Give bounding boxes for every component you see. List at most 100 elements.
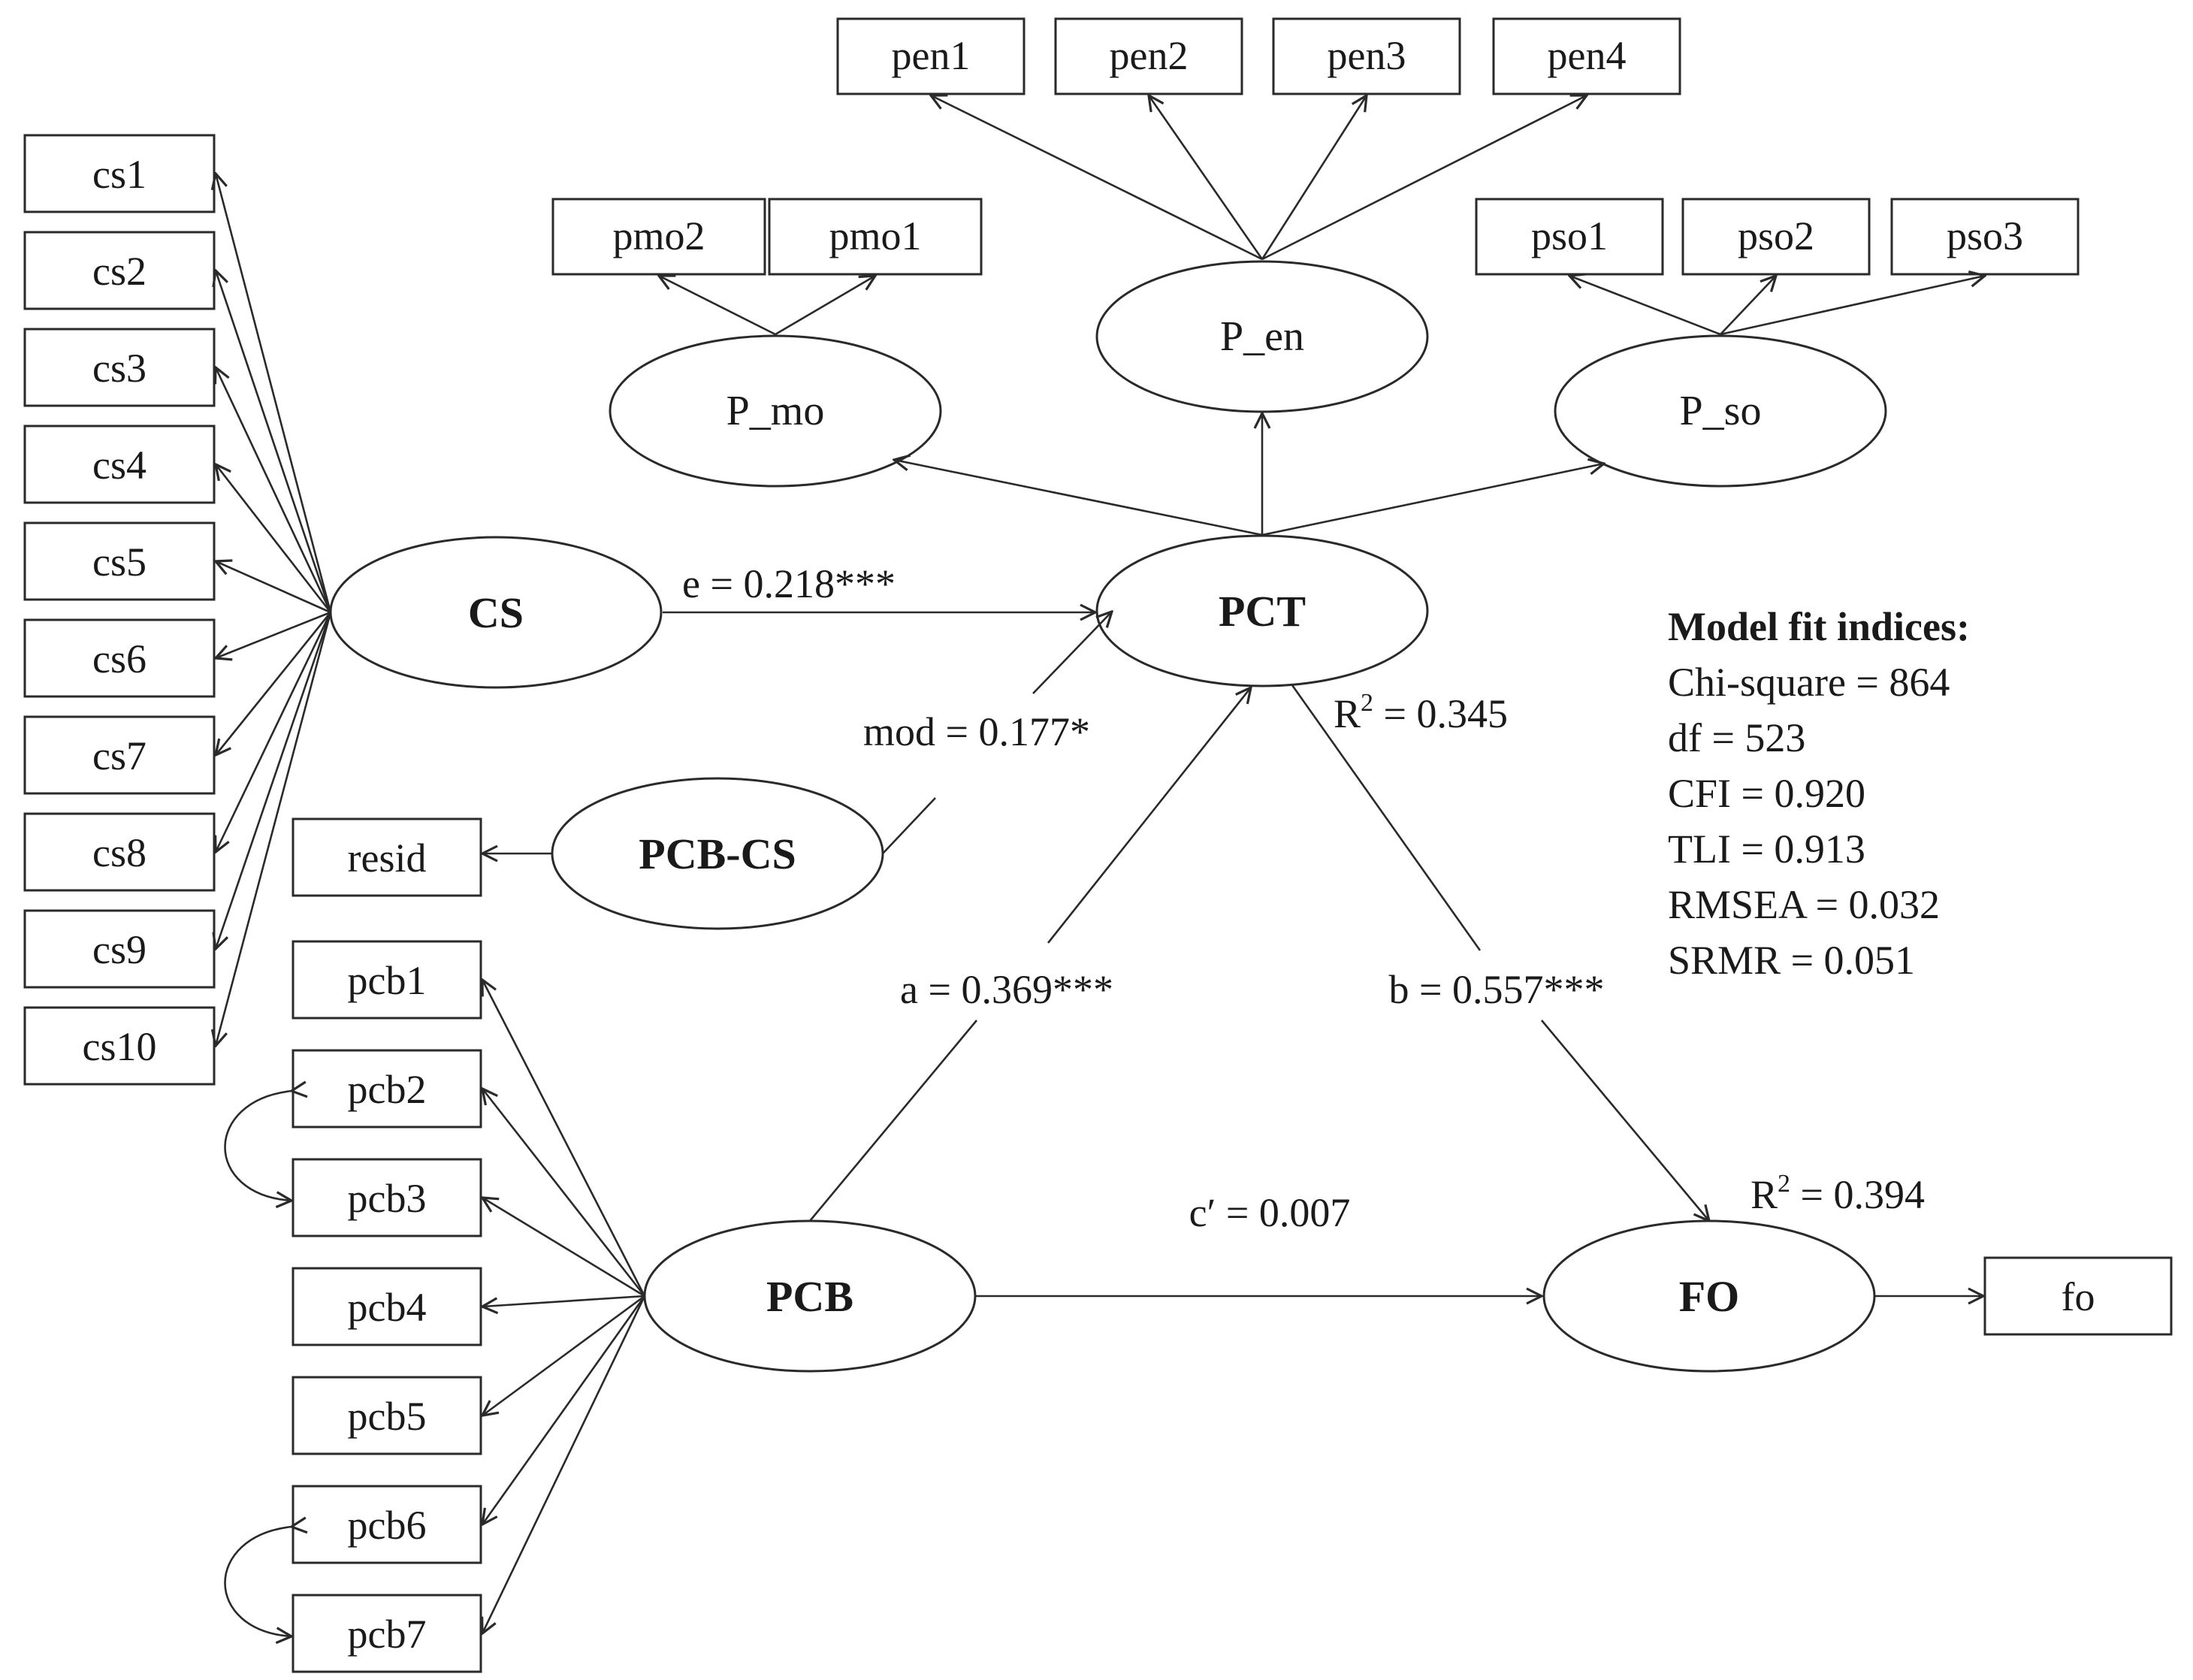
resid-label: resid [348, 835, 427, 881]
cs-to-cs1-arrow [216, 174, 332, 613]
pct-to-p-so-arrow [1261, 464, 1604, 536]
cs-to-cs7-arrow [216, 612, 332, 755]
pcb7-box [291, 1594, 482, 1673]
pcb4-box [291, 1267, 482, 1346]
pcb3-box [291, 1158, 482, 1237]
pcb5-label: pcb5 [348, 1394, 427, 1439]
cs7-box [23, 715, 216, 795]
cs10-label: cs10 [83, 1024, 157, 1069]
pcb-to-pcb7-arrow [482, 1295, 646, 1633]
pen4-box [1492, 17, 1681, 95]
pct-to-dimensions-arrows [894, 413, 1604, 536]
cs8-label: cs8 [92, 830, 147, 875]
cs-to-cs8-arrow [216, 612, 332, 852]
pcb5-box [291, 1376, 482, 1455]
cs2-box [23, 231, 216, 310]
pcb-to-pcb2-arrow [482, 1089, 646, 1297]
fit-srmr: SRMR = 0.051 [1668, 938, 1915, 983]
cs6-label: cs6 [92, 636, 147, 681]
pso2-box [1681, 198, 1871, 276]
pcb-loading-arrows [482, 980, 646, 1633]
pmo2-box [551, 198, 766, 276]
cs1-label: cs1 [92, 152, 147, 197]
pen2-label: pen2 [1110, 33, 1189, 78]
cs-loading-arrows [216, 174, 332, 1046]
pct-r-squared: R2 = 0.345 [1334, 689, 1508, 736]
cs-to-cs6-arrow [216, 611, 331, 658]
pso-indicators: pso1 pso2 pso3 [1475, 198, 2080, 276]
pso-loading-arrows [1569, 276, 1985, 336]
cs10-box [23, 1006, 216, 1086]
fo-r-squared: R2 = 0.394 [1750, 1170, 1925, 1217]
pct-latent-label: PCT [1219, 587, 1306, 636]
fo-r-squared-value: = 0.394 [1790, 1172, 1925, 1217]
cs-indicators: cs1 cs2 cs3 cs4 cs5 cs6 cs7 cs8 cs9 cs10 [23, 134, 216, 1086]
pmo1-box [768, 198, 983, 276]
pcb1-box [291, 940, 482, 1020]
pen2-box [1054, 17, 1243, 95]
pct-r-squared-value: = 0.345 [1373, 691, 1508, 736]
pcb2-label: pcb2 [348, 1067, 427, 1112]
path-mod-label: mod = 0.177* [863, 709, 1090, 754]
pso-to-pso1-arrow [1569, 276, 1721, 336]
pen1-label: pen1 [892, 33, 971, 78]
pso1-box [1475, 198, 1664, 276]
cs7-label: cs7 [92, 733, 147, 778]
cs3-label: cs3 [92, 346, 147, 391]
pen3-label: pen3 [1328, 33, 1406, 78]
fit-df: df = 523 [1668, 715, 1805, 760]
fit-rmsea: RMSEA = 0.032 [1668, 882, 1940, 927]
pcb7-label: pcb7 [348, 1612, 427, 1657]
pen-to-pen1-arrow [931, 95, 1263, 261]
cs2-label: cs2 [92, 249, 147, 294]
cs3-box [23, 328, 216, 407]
path-b-label: b = 0.557*** [1389, 967, 1605, 1012]
pso3-box [1890, 198, 2080, 276]
cs1-box [23, 134, 216, 213]
pcb4-label: pcb4 [348, 1285, 427, 1330]
cs9-label: cs9 [92, 927, 147, 972]
p-so-latent-label: P_so [1680, 388, 1762, 434]
pso-to-pso3-arrow [1720, 276, 1985, 336]
pen-to-pen4-arrow [1261, 95, 1587, 261]
pcb-to-pcb1-arrow [482, 980, 646, 1297]
model-fit-panel: Model fit indices: Chi-square = 864 df =… [1668, 604, 1970, 983]
pcb-latent-label: PCB [766, 1272, 853, 1321]
path-a-label: a = 0.369*** [900, 967, 1113, 1012]
pen4-label: pen4 [1548, 33, 1627, 78]
pcb2-pcb3-covariance-arc [224, 1091, 292, 1201]
path-e-label: e = 0.218*** [682, 561, 896, 606]
path-b-line-upper [1291, 684, 1482, 951]
cs-to-cs5-arrow [216, 561, 331, 614]
pcb6-label: pcb6 [348, 1503, 427, 1548]
fo-r-squared-sup: 2 [1778, 1170, 1790, 1198]
fo-indicator-box [1983, 1256, 2173, 1336]
pcb-to-pcb4-arrow [482, 1295, 645, 1307]
pcb-to-pcb5-arrow [482, 1295, 645, 1416]
pen1-box [836, 17, 1026, 95]
cs5-label: cs5 [92, 539, 147, 585]
pmo-to-pmo2-arrow [659, 276, 776, 336]
path-a-line-lower [809, 1020, 977, 1222]
cs-to-cs4-arrow [216, 464, 332, 613]
pen3-box [1272, 17, 1461, 95]
cs-to-cs9-arrow [216, 612, 332, 949]
pcb1-label: pcb1 [348, 958, 427, 1003]
pen-loading-arrows [931, 95, 1587, 261]
fit-chi-square: Chi-square = 864 [1668, 660, 1950, 705]
pmo1-label: pmo1 [829, 213, 921, 258]
pen-indicators: pen1 pen2 pen3 pen4 [836, 17, 1681, 95]
path-b-arrow [1541, 1020, 1709, 1221]
cs5-box [23, 521, 216, 601]
cs8-box [23, 812, 216, 892]
pcb-indicators: pcb1 pcb2 pcb3 pcb4 pcb5 pcb6 pcb7 [291, 940, 482, 1673]
pen-to-pen3-arrow [1261, 95, 1367, 260]
fit-cfi: CFI = 0.920 [1668, 771, 1865, 816]
path-mod-line-lower [882, 797, 936, 854]
cs9-box [23, 909, 216, 989]
pcb3-label: pcb3 [348, 1176, 427, 1221]
path-a-arrow [1047, 687, 1251, 944]
fit-tli: TLI = 0.913 [1668, 826, 1865, 872]
pcb-cs-latent-label: PCB-CS [639, 829, 796, 878]
